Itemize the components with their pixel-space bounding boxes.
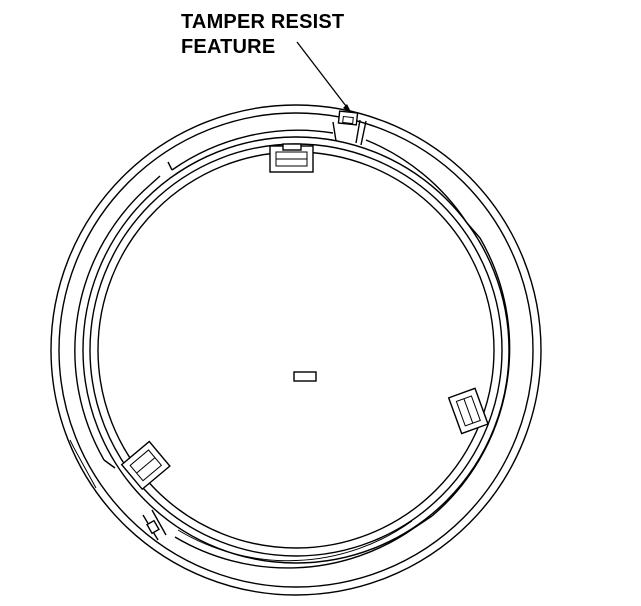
edge-mark <box>73 447 97 489</box>
tamper-tab-inner <box>342 115 354 125</box>
groove-segment-bottom-inner <box>177 520 413 562</box>
groove-end-tick <box>149 175 161 186</box>
groove-segment-left <box>74 184 151 461</box>
groove-end-tick <box>167 161 173 171</box>
groove-segment-top-inner <box>174 136 334 176</box>
tamper-slot-line <box>332 121 337 142</box>
latch-top-notch <box>282 143 302 151</box>
bottom-key-tab <box>146 519 160 535</box>
latch-bottom-left <box>120 440 171 491</box>
inner-ring-edge <box>89 143 503 557</box>
tamper-slot-line <box>360 120 367 146</box>
bottom-key <box>142 509 167 541</box>
center-slot <box>293 371 317 382</box>
left-edge-marks <box>69 439 97 489</box>
ring-outlines <box>50 104 542 596</box>
groove-end-tick <box>103 459 116 469</box>
latch-right <box>447 387 489 435</box>
latch-right-detail <box>463 398 474 424</box>
groove-segment-top <box>171 129 334 171</box>
groove-segments <box>74 129 511 569</box>
groove-end-tick <box>466 222 481 239</box>
callout-label-line1: TAMPER RESIST <box>181 11 344 33</box>
edge-mark <box>69 439 75 449</box>
outer-ring-edge <box>50 104 542 596</box>
callout-leader-line <box>296 41 350 111</box>
bottom-key-slot <box>151 509 167 536</box>
groove-segment-right <box>431 237 511 517</box>
latch-bottom-left-detail <box>136 457 156 474</box>
outer-ring-inner-edge <box>58 112 534 588</box>
groove-end-tick <box>413 515 433 529</box>
groove-segment-bottom <box>174 527 415 569</box>
middle-ring-edge <box>82 136 510 564</box>
tamper-resist-feature <box>332 110 367 146</box>
inner-ring-inner-edge <box>97 151 495 549</box>
groove-segment-top-right <box>365 139 468 224</box>
latch-top <box>269 143 314 173</box>
callout-label-line2: FEATURE <box>181 36 275 58</box>
tamper-slot-line <box>355 119 361 144</box>
